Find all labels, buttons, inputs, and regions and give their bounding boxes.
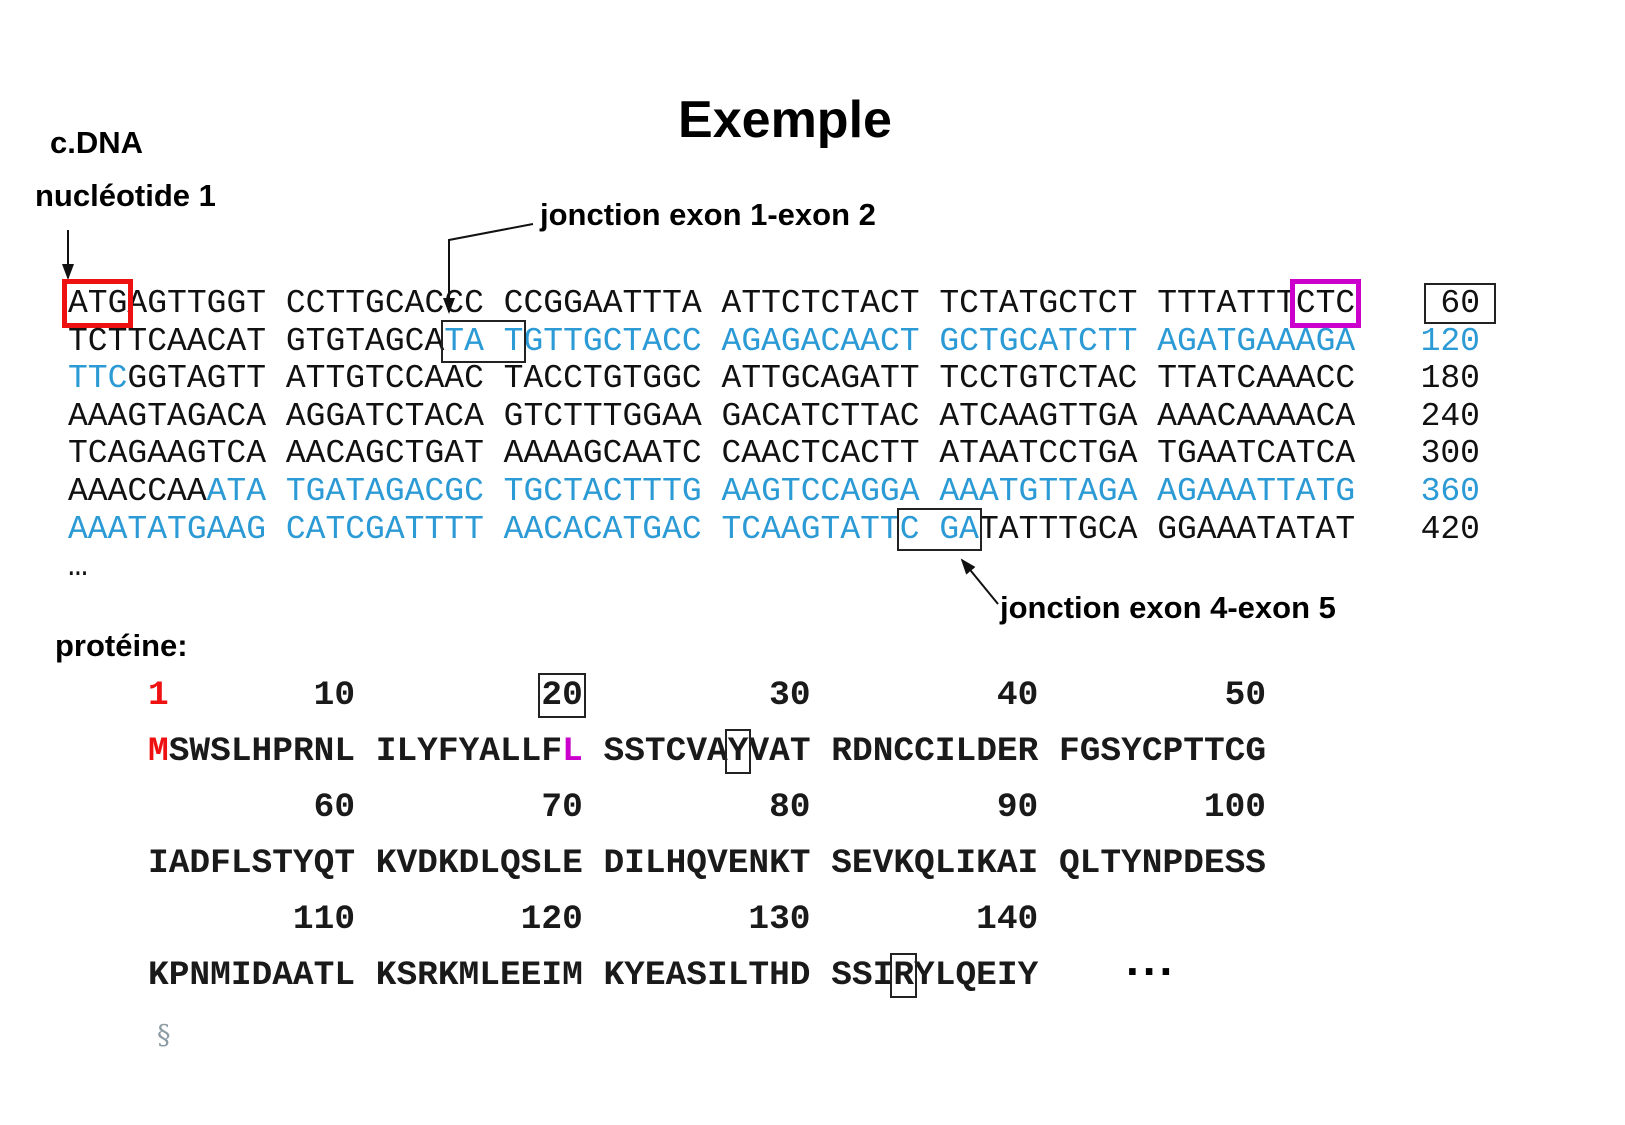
dna-line-number: 420 bbox=[1420, 510, 1480, 548]
protein-segment: KPNMIDAATL KSRKMLEEIM KYEASILTHD SSI bbox=[148, 956, 894, 995]
dna-segment: AAACCAA bbox=[68, 472, 207, 510]
dna-line-number: 240 bbox=[1420, 397, 1480, 435]
dna-sequence-line: TCAGAAGTCA AACAGCTGAT AAAAGCAATC CAACTCA… bbox=[68, 435, 1480, 473]
dna-sequence-line-text: AAATATGAAG CATCGATTTT AACACATGAC TCAAGTA… bbox=[68, 507, 1356, 551]
protein-row-text: 110 120 130 140 bbox=[148, 900, 1038, 939]
junction-exon4-exon5-label: jonction exon 4-exon 5 bbox=[1000, 590, 1336, 625]
dna-segment: TATTTGCA GGAAATATAT bbox=[978, 510, 1356, 548]
slide-title: Exemple bbox=[678, 91, 892, 149]
protein-segment-boxed: 20 bbox=[538, 673, 586, 718]
dna-sequence-line-text: TCTTCAACAT GTGTAGCATA TGTTGCTACC AGAGACA… bbox=[68, 319, 1356, 363]
protein-segment: 30 40 50 bbox=[582, 676, 1267, 715]
dna-line-number: 360 bbox=[1420, 472, 1480, 510]
dna-sequence-line: ATGAGTTGGT CCTTGCACCC CCGGAATTTA ATTCTCT… bbox=[61, 279, 1496, 328]
protein-row-text: MSWSLHPRNL ILYFYALLFL SSTCVAYVAT RDNCCIL… bbox=[148, 729, 1267, 774]
dna-line-number: 300 bbox=[1420, 435, 1480, 473]
junction-exon1-exon2-label: jonction exon 1-exon 2 bbox=[540, 197, 876, 232]
dna-sequence-line-text: AAAGTAGACA AGGATCTACA GTCTTTGGAA GACATCT… bbox=[68, 398, 1355, 436]
protein-row-text: KPNMIDAATL KSRKMLEEIM KYEASILTHD SSIRYLQ… bbox=[148, 953, 1039, 998]
dna-segment: TCTTCAACAT GTGTAGCA bbox=[68, 322, 445, 360]
dna-segment-boxed: CTC bbox=[1289, 279, 1362, 328]
protein-segment: IADFLSTYQT KVDKDLQSLE DILHQVENKT SEVKQLI… bbox=[148, 844, 1266, 883]
dna-segment: AAATATGAAG CATCGATTTT AACACATGAC TCAAGTA… bbox=[68, 510, 900, 548]
dna-sequence-line-text: ATGAGTTGGT CCTTGCACCC CCGGAATTTA ATTCTCT… bbox=[61, 279, 1362, 328]
protein-row-text: 1 10 20 30 40 50 bbox=[148, 673, 1267, 718]
dna-number-column: 240 bbox=[1421, 398, 1480, 436]
dna-sequence-block: ATGAGTTGGT CCTTGCACCC CCGGAATTTA ATTCTCT… bbox=[61, 279, 1496, 586]
dna-line-number: 120 bbox=[1420, 322, 1480, 360]
cdna-label-line2: nucléotide 1 bbox=[35, 178, 216, 213]
cdna-label-line1: c.DNA bbox=[50, 125, 144, 160]
dna-number-column: 360 bbox=[1421, 473, 1480, 511]
dna-number-column: 60 bbox=[1424, 283, 1496, 324]
dna-line-number: 180 bbox=[1420, 360, 1480, 398]
protein-segment: 110 120 130 140 bbox=[148, 900, 1039, 939]
dna-sequence-line: AAACCAAATA TGATAGACGC TGCTACTTTG AAGTCCA… bbox=[68, 473, 1480, 511]
protein-row: IADFLSTYQT KVDKDLQSLE DILHQVENKT SEVKQLI… bbox=[148, 836, 1266, 892]
dna-segment: TTC bbox=[68, 360, 128, 398]
dna-number-column: 180 bbox=[1421, 360, 1480, 398]
dna-line-number: 60 bbox=[1424, 283, 1496, 324]
dna-number-column: 300 bbox=[1421, 435, 1480, 473]
cdna-label: c.DNA nucléotide 1 bbox=[35, 116, 216, 222]
dna-segment: AGTTGGT CCTTGCACCC CCGGAATTTA ATTCTCTACT… bbox=[127, 285, 1296, 322]
protein-segment: YLQEIY bbox=[914, 956, 1039, 995]
protein-segment: M bbox=[148, 732, 169, 771]
protein-row: KPNMIDAATL KSRKMLEEIM KYEASILTHD SSIRYLQ… bbox=[148, 948, 1266, 1004]
protein-segment-boxed: R bbox=[890, 953, 918, 998]
dna-segment-boxed: ATG bbox=[61, 279, 134, 328]
dna-segment: GGTAGTT ATTGTCCAAC TACCTGTGGC ATTGCAGATT… bbox=[127, 360, 1356, 398]
protein-row: 110 120 130 140 bbox=[148, 892, 1266, 948]
dna-number-column: 420 bbox=[1421, 511, 1480, 549]
dna-sequence-line-text: AAACCAAATA TGATAGACGC TGCTACTTTG AAGTCCA… bbox=[68, 473, 1355, 511]
protein-segment: L bbox=[562, 732, 583, 771]
dna-segment: AAAGTAGACA AGGATCTACA GTCTTTGGAA GACATCT… bbox=[68, 397, 1356, 435]
dna-sequence-line: TCTTCAACAT GTGTAGCATA TGTTGCTACC AGAGACA… bbox=[68, 319, 1480, 363]
dna-sequence-line-text: TCAGAAGTCA AACAGCTGAT AAAAGCAATC CAACTCA… bbox=[68, 435, 1355, 473]
protein-row: 60 70 80 90 100 bbox=[148, 780, 1266, 836]
protein-segment: 60 70 80 90 100 bbox=[148, 788, 1266, 827]
dna-segment: … bbox=[68, 548, 88, 586]
protein-row: MSWSLHPRNL ILYFYALLFL SSTCVAYVAT RDNCCIL… bbox=[148, 724, 1266, 780]
protein-segment: VAT RDNCCILDER FGSYCPTTCG bbox=[748, 732, 1267, 771]
dna-sequence-line-text: … bbox=[68, 548, 88, 586]
protein-segment: SSTCVA bbox=[582, 732, 728, 771]
dna-sequence-line: AAAGTAGACA AGGATCTACA GTCTTTGGAA GACATCT… bbox=[68, 398, 1480, 436]
dna-segment: TCAGAAGTCA AACAGCTGAT AAAAGCAATC CAACTCA… bbox=[68, 435, 1356, 473]
dna-sequence-line: AAATATGAAG CATCGATTTT AACACATGAC TCAAGTA… bbox=[68, 507, 1480, 551]
protein-segment-boxed: Y bbox=[724, 729, 752, 774]
dna-number-column: 120 bbox=[1421, 323, 1480, 361]
protein-row-text: 60 70 80 90 100 bbox=[148, 788, 1266, 827]
protein-row-text: IADFLSTYQT KVDKDLQSLE DILHQVENKT SEVKQLI… bbox=[148, 844, 1266, 883]
protein-label: protéine: bbox=[55, 628, 188, 663]
protein-ellipsis: ... bbox=[1126, 933, 1177, 985]
dna-sequence-line: TTCGGTAGTT ATTGTCCAAC TACCTGTGGC ATTGCAG… bbox=[68, 360, 1480, 398]
dna-sequence-line-text: TTCGGTAGTT ATTGTCCAAC TACCTGTGGC ATTGCAG… bbox=[68, 360, 1355, 398]
protein-segment: 10 bbox=[168, 676, 542, 715]
protein-segment: SWSLHPRNL ILYFYALLF bbox=[168, 732, 563, 771]
dna-segment: ATA TGATAGACGC TGCTACTTTG AAGTCCAGGA AAA… bbox=[206, 472, 1356, 510]
dna-segment-boxed: C GA bbox=[896, 507, 982, 551]
object-anchor-icon: § bbox=[157, 1020, 171, 1051]
protein-segment: 1 bbox=[148, 676, 169, 715]
protein-sequence-block: 1 10 20 30 40 50 MSWSLHPRNL ILYFYALLFL SS… bbox=[148, 668, 1266, 1004]
dna-segment: GTTGCTACC AGAGACAACT GCTGCATCTT AGATGAAA… bbox=[523, 322, 1356, 360]
protein-row: 1 10 20 30 40 50 bbox=[148, 668, 1266, 724]
dna-segment-boxed: TA T bbox=[441, 319, 527, 363]
dna-sequence-line: … bbox=[68, 548, 1480, 586]
